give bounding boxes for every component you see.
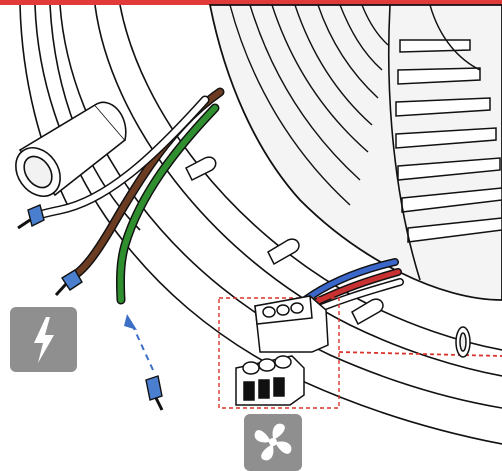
power-badge — [10, 307, 77, 372]
mounting-peg — [185, 156, 384, 326]
connector-highlight-box — [218, 297, 340, 409]
insertion-arrow — [124, 314, 154, 371]
wire-ferrule — [17, 204, 83, 297]
terminal-block-socket — [254, 295, 329, 353]
panel-slot — [455, 326, 471, 358]
fan-grille — [208, 4, 502, 301]
supply-wires — [31, 87, 225, 305]
lightning-icon — [34, 317, 54, 363]
loose-ferrule — [145, 375, 164, 411]
top-accent-bar — [0, 0, 502, 5]
fan-icon — [254, 423, 292, 461]
terminal-block-plug — [235, 355, 305, 406]
connector-leader-line — [338, 351, 502, 357]
fan-badge — [244, 414, 302, 471]
cable-gland — [15, 101, 127, 197]
